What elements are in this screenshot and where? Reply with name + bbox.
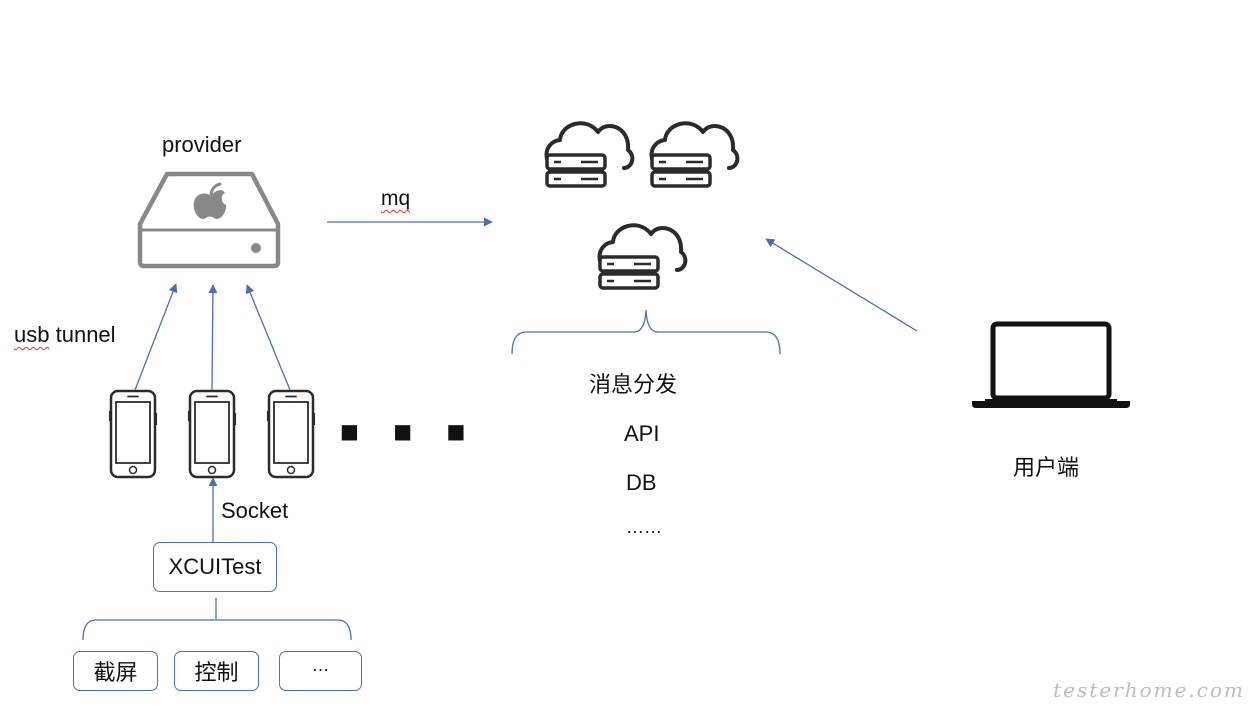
smartphone-icon bbox=[187, 389, 237, 479]
socket-label: Socket bbox=[221, 498, 289, 523]
more-devices-ellipsis: ■ ■ ■ bbox=[340, 419, 480, 443]
usb-arrow bbox=[245, 284, 291, 391]
cloud-server-icon bbox=[649, 121, 740, 188]
db-label: DB bbox=[626, 470, 657, 495]
api-label: API bbox=[624, 421, 660, 446]
screenshot-box: 截屏 bbox=[73, 651, 158, 691]
usb-arrow bbox=[208, 284, 218, 391]
server-brace bbox=[511, 309, 781, 355]
mq-label: mq bbox=[381, 187, 411, 210]
xcuitest-brace bbox=[82, 619, 352, 641]
client-label: 用户端 bbox=[1013, 456, 1080, 481]
smartphone-icon bbox=[108, 389, 158, 479]
usb-word: usb bbox=[14, 322, 50, 347]
cloud-server-icon bbox=[597, 223, 688, 290]
xcuitest-box: XCUITest bbox=[153, 542, 277, 592]
smartphone-icon bbox=[266, 389, 316, 479]
usb-arrow bbox=[134, 283, 178, 391]
message-dispatch-label: 消息分发 bbox=[589, 373, 678, 398]
laptop-icon bbox=[972, 321, 1130, 408]
more-services-label: …… bbox=[626, 517, 662, 537]
cloud-server-icon bbox=[544, 121, 635, 188]
watermark: testerhome.com bbox=[1053, 678, 1245, 702]
provider-label: provider bbox=[162, 132, 242, 157]
control-box: 控制 bbox=[174, 651, 259, 691]
usb-tunnel-label: usb tunnel bbox=[14, 324, 116, 346]
mac-mini-icon bbox=[137, 171, 281, 269]
tunnel-word: tunnel bbox=[55, 322, 116, 347]
more-box: … bbox=[279, 651, 362, 691]
client-arrow bbox=[765, 238, 918, 332]
